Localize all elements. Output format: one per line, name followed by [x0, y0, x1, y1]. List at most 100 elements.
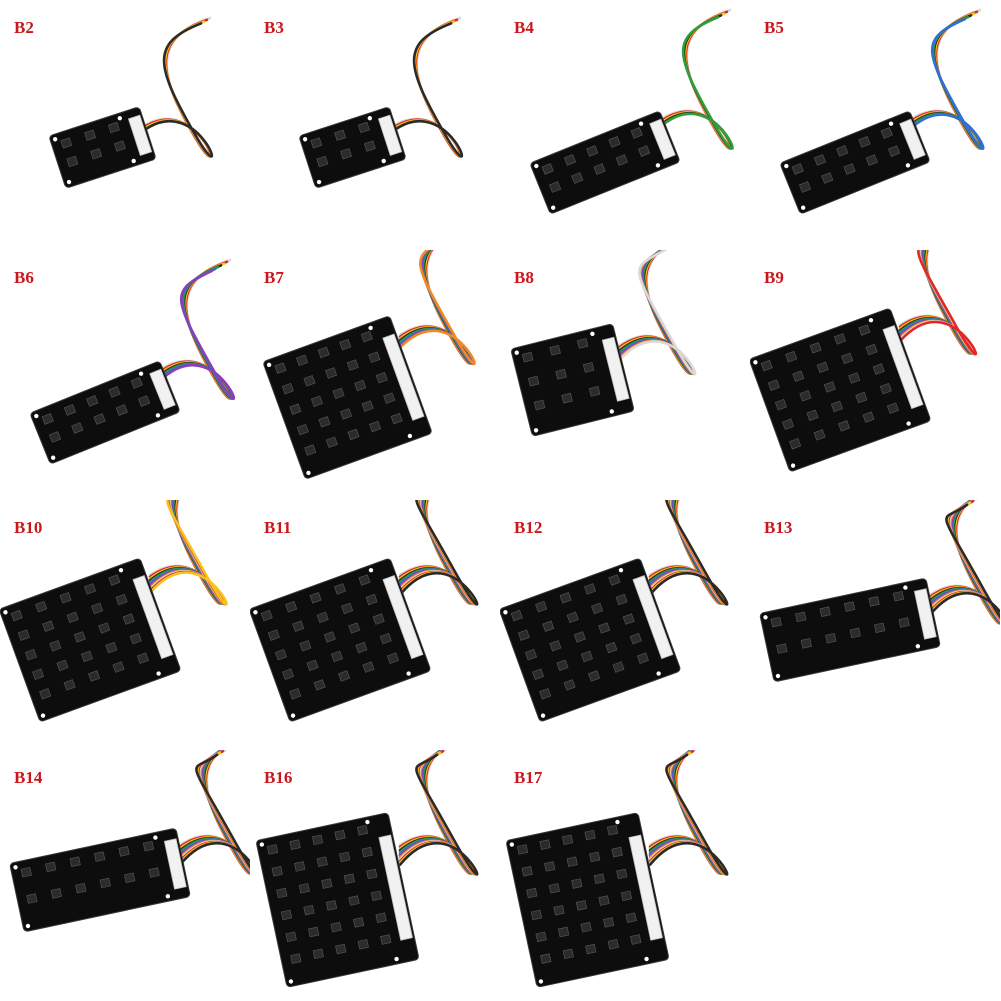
chip	[813, 154, 827, 166]
wire	[618, 250, 697, 376]
chip	[868, 596, 880, 607]
chip	[316, 856, 328, 867]
mounting-hole	[609, 409, 614, 414]
product-cell: B10	[0, 500, 250, 750]
chip	[819, 606, 831, 617]
mounting-hole	[365, 819, 370, 825]
chip	[836, 145, 849, 157]
chip	[532, 668, 545, 680]
mounting-hole	[514, 350, 519, 355]
chip	[93, 413, 106, 425]
chip	[24, 648, 37, 661]
product-cell: B4	[500, 0, 750, 250]
chip	[318, 416, 331, 428]
chip	[843, 163, 856, 175]
chip	[71, 422, 84, 434]
wire	[398, 250, 476, 365]
chip	[892, 590, 905, 602]
chip	[549, 344, 561, 356]
mounting-hole	[50, 455, 56, 460]
chip	[521, 866, 533, 877]
chip	[616, 868, 628, 880]
product-label: B6	[14, 268, 34, 287]
chip	[129, 632, 142, 645]
chip	[316, 611, 329, 624]
board-photo	[299, 16, 464, 188]
product-label: B12	[514, 518, 543, 537]
chip	[760, 359, 773, 372]
pcb-board	[530, 111, 680, 214]
chip	[838, 420, 851, 432]
board-photo	[250, 500, 479, 722]
pcb-board	[256, 812, 419, 988]
chip	[80, 650, 93, 663]
wire	[178, 753, 250, 869]
chip	[390, 412, 403, 425]
connector	[378, 834, 413, 941]
chip	[49, 640, 62, 652]
board-photo	[511, 250, 697, 437]
chip	[535, 931, 547, 942]
mounting-hole	[763, 615, 768, 620]
wire	[908, 17, 985, 150]
chip	[372, 613, 385, 625]
board-photo	[256, 750, 479, 988]
chip	[325, 900, 338, 911]
mounting-hole	[888, 121, 894, 126]
connector	[377, 114, 403, 156]
product-label: B9	[764, 268, 784, 287]
chip	[296, 354, 309, 366]
chip	[533, 399, 546, 411]
chip	[309, 592, 322, 604]
mounting-hole	[509, 842, 515, 847]
chip	[90, 148, 103, 160]
chip	[130, 377, 143, 389]
chip	[360, 331, 373, 343]
chip	[308, 926, 320, 938]
chip	[289, 839, 301, 850]
chip	[598, 622, 611, 634]
chip	[334, 129, 346, 141]
board-photo	[530, 8, 734, 214]
connector	[649, 118, 676, 160]
chip	[66, 155, 79, 168]
chip	[510, 609, 523, 622]
chip	[806, 409, 819, 422]
chip	[816, 361, 829, 374]
chip	[84, 129, 96, 141]
chip	[107, 121, 120, 134]
chip	[353, 917, 365, 928]
product-label: B11	[264, 518, 292, 537]
chip	[86, 395, 99, 407]
chip	[561, 392, 573, 404]
chip	[555, 368, 567, 380]
pcb-board	[250, 558, 431, 722]
mounting-hole	[368, 567, 374, 573]
product-cell: B5	[750, 0, 1000, 250]
chip	[364, 140, 376, 152]
mounting-hole	[638, 121, 644, 126]
chip	[834, 333, 847, 345]
pcb-board	[500, 558, 681, 722]
mounting-hole	[13, 865, 18, 870]
product-label: B13	[764, 518, 793, 537]
chip	[294, 861, 306, 872]
chip	[63, 679, 76, 691]
product-cell: B6	[0, 250, 250, 500]
chip	[880, 127, 893, 139]
chip	[559, 592, 572, 604]
chip	[776, 643, 788, 654]
chip	[365, 593, 378, 606]
chip	[795, 611, 807, 623]
chip	[558, 926, 570, 938]
chip	[10, 609, 23, 622]
chip	[823, 381, 836, 393]
product-label: B7	[264, 268, 284, 287]
chip	[615, 593, 628, 606]
chip	[75, 882, 87, 894]
chip	[580, 650, 593, 663]
chip	[298, 883, 310, 894]
mounting-hole	[368, 325, 373, 331]
product-cell: B13	[750, 500, 1000, 750]
